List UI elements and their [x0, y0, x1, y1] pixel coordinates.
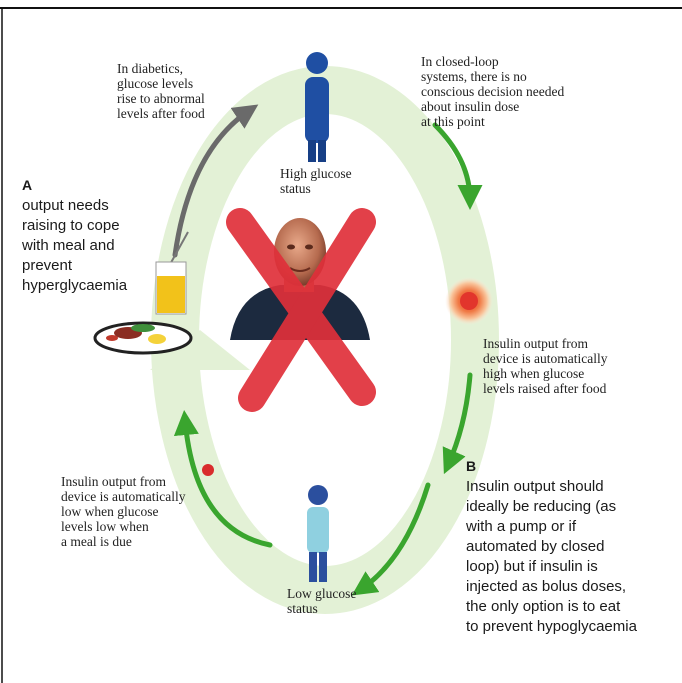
meal-plate-icon [93, 321, 193, 355]
arrow-right-lower [442, 372, 473, 475]
arrow-top-right [432, 122, 483, 210]
arrow-top-left-grey [172, 104, 259, 258]
drink-glass-icon [155, 231, 189, 315]
label-diabetics: In diabetics, glucose levels rise to abn… [117, 61, 205, 121]
label-insulin-high: Insulin output from device is automatica… [483, 336, 608, 396]
label-low-glucose-status: Low glucose status [287, 586, 357, 616]
cycle-band-arrowhead [150, 330, 250, 370]
annotation-a: A output needs raising to cope with meal… [22, 175, 152, 296]
low-glucose-figure-icon [307, 485, 329, 582]
annotation-b-text: Insulin output should ideally be reducin… [466, 478, 637, 635]
insulin-high-indicator-icon [445, 277, 493, 325]
insulin-low-indicator-icon [202, 464, 214, 476]
annotation-b-letter: B [466, 458, 477, 474]
arrow-bottom-right [351, 482, 431, 596]
label-high-glucose-status: High glucose status [280, 166, 352, 196]
annotation-a-text: output needs raising to cope with meal a… [22, 197, 128, 294]
label-insulin-low: Insulin output from device is automatica… [61, 474, 186, 549]
high-glucose-figure-icon [305, 52, 329, 162]
arrow-bottom-left [173, 410, 273, 548]
annotation-b: B Insulin output should ideally be reduc… [466, 456, 676, 637]
annotation-a-letter: A [22, 177, 33, 193]
label-closed-loop: In closed-loop systems, there is no cons… [421, 54, 565, 129]
red-cross-icon [226, 208, 376, 412]
